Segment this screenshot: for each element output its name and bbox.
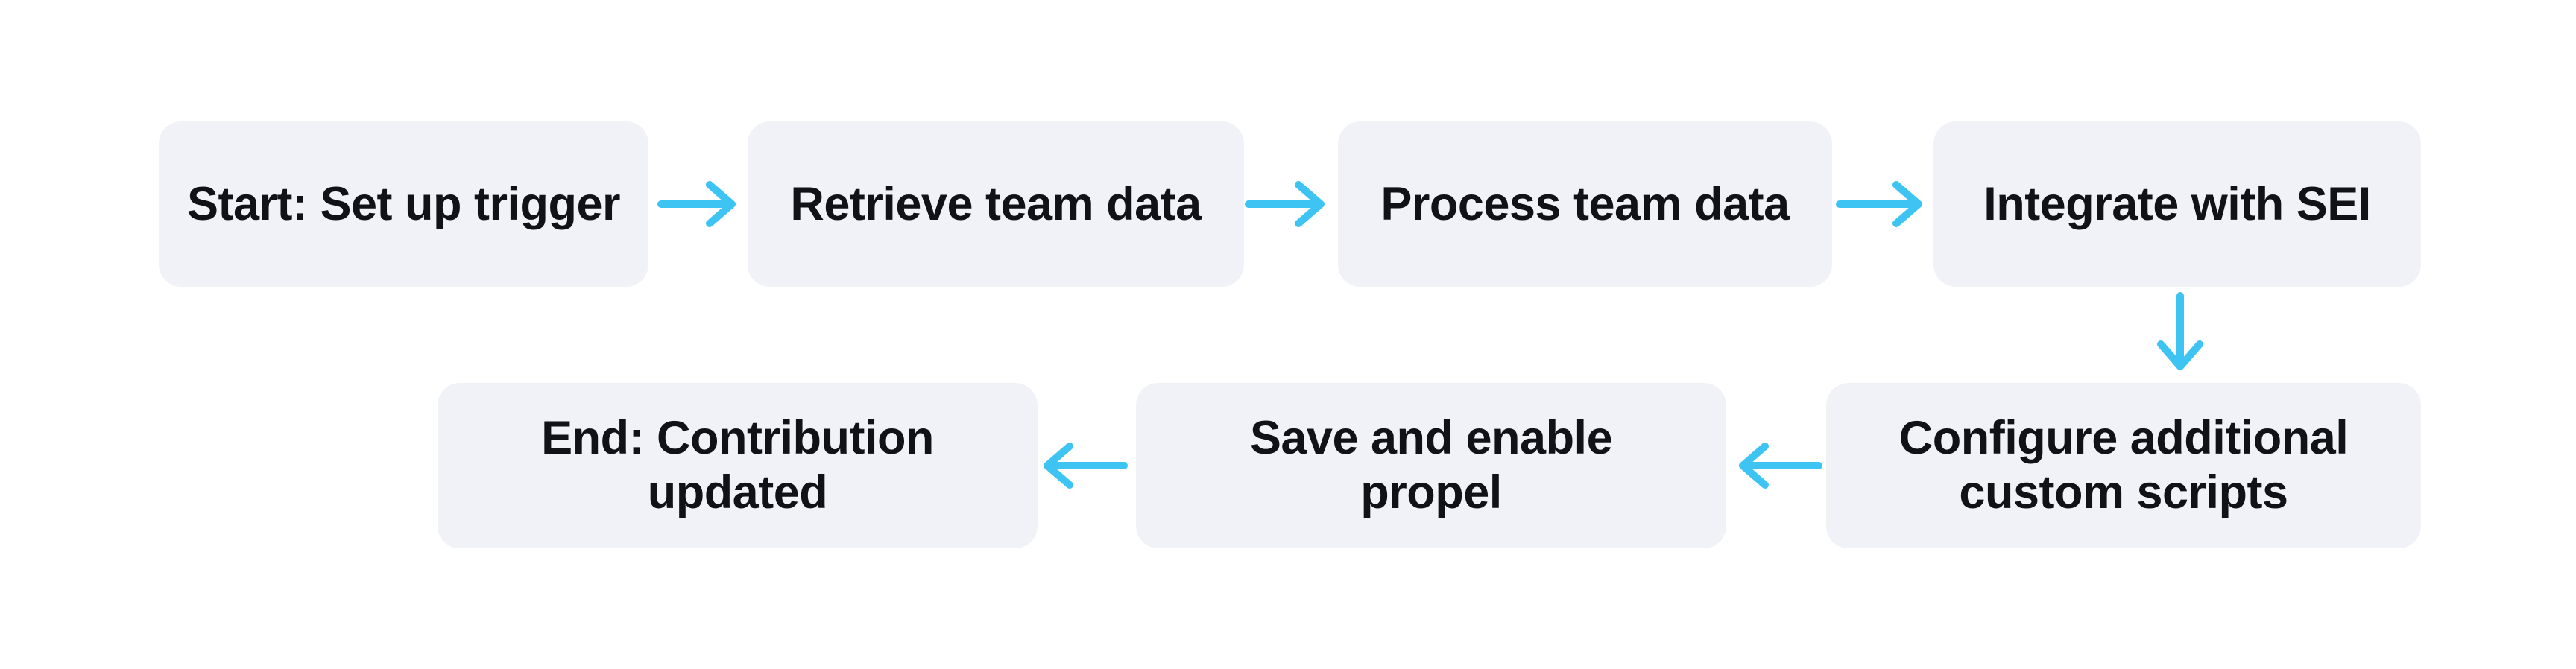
arrow-save-to-end-icon (1044, 443, 1128, 489)
arrow-configure-to-save-icon (1739, 443, 1822, 489)
flow-node-label: Start: Set up trigger (186, 177, 621, 230)
flow-node-label: Process team data (1380, 177, 1790, 230)
arrow-integrate-to-configure-icon (2157, 292, 2203, 370)
arrow-retrieve-to-process-icon (1245, 181, 1325, 227)
flow-node-integrate-with-sei: Integrate with SEI (1933, 121, 2421, 287)
flow-node-label: Save and enable propel (1249, 412, 1613, 519)
flow-node-configure-custom-scripts: Configure additional custom scripts (1826, 383, 2421, 548)
flow-node-label: End: Contribution updated (541, 412, 934, 519)
flow-node-process-team-data: Process team data (1338, 121, 1832, 287)
flow-node-label: Retrieve team data (790, 177, 1202, 230)
arrow-start-to-retrieve-icon (657, 181, 736, 227)
flow-node-save-and-enable-propel: Save and enable propel (1136, 383, 1726, 548)
flow-node-label: Configure additional custom scripts (1898, 412, 2349, 519)
flow-node-retrieve-team-data: Retrieve team data (748, 121, 1244, 287)
flow-node-end: End: Contribution updated (438, 383, 1038, 548)
flow-node-label: Integrate with SEI (1983, 177, 2371, 230)
flow-node-start: Start: Set up trigger (159, 121, 648, 287)
arrow-process-to-integrate-icon (1836, 181, 1922, 227)
